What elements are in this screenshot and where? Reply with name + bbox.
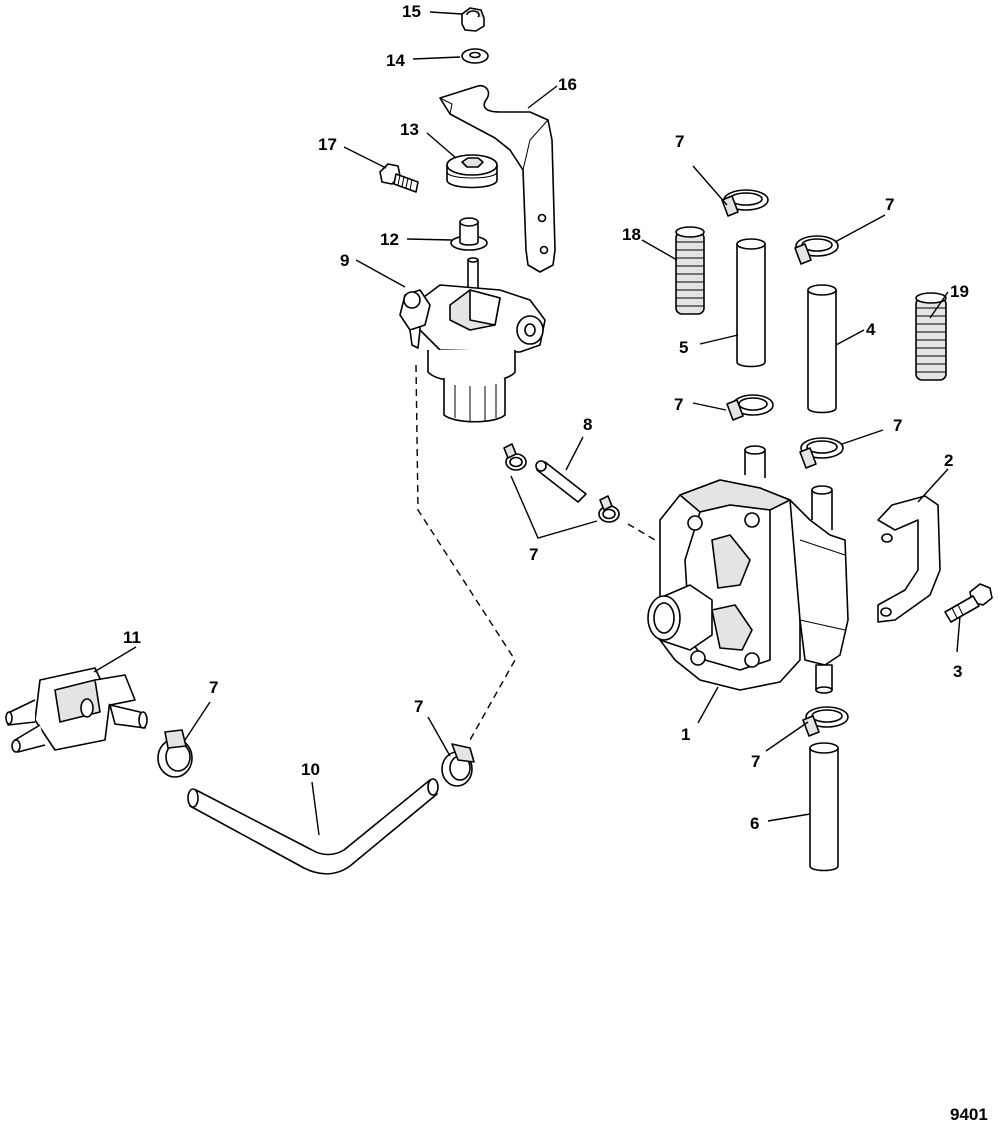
part-15-nut	[461, 7, 485, 32]
part-7-clamp-mid-left	[726, 394, 774, 421]
callout-7-pair: 7	[529, 545, 538, 564]
callout-11: 11	[123, 628, 141, 647]
part-8-short-hose	[535, 460, 587, 503]
callout-labels: 15 14 16 13 17 12 9 7 7 18 5 4 19 7 7 8 …	[123, 2, 969, 833]
part-19-spring	[915, 292, 947, 381]
part-7-clamp-top-left	[721, 189, 769, 217]
figure-number: 9401	[950, 1105, 988, 1124]
part-7-clamp-small-b	[598, 495, 620, 523]
callout-9: 9	[340, 251, 349, 270]
callout-7-top-right: 7	[885, 195, 894, 214]
part-7-clamp-bottom-right	[802, 706, 849, 737]
part-1-fuel-pump	[647, 445, 849, 694]
part-7-clamp-left	[157, 729, 193, 778]
part-2-bracket	[877, 495, 941, 623]
part-6-hose	[809, 742, 839, 872]
part-7-clamp-center	[441, 743, 475, 787]
part-7-clamp-mid-right	[799, 437, 844, 469]
callout-13: 13	[400, 120, 419, 139]
part-18-spring	[675, 226, 705, 315]
callout-4: 4	[866, 320, 876, 339]
callout-16: 16	[558, 75, 577, 94]
part-17-screw	[379, 163, 419, 193]
callout-10: 10	[301, 760, 320, 779]
part-4-hose	[807, 284, 837, 414]
callout-15: 15	[402, 2, 421, 21]
callout-2: 2	[944, 451, 953, 470]
part-14-washer	[461, 48, 489, 64]
part-9-fuel-filter	[399, 257, 546, 423]
callout-12: 12	[380, 230, 399, 249]
callout-7-bottom-right: 7	[751, 752, 760, 771]
callout-3: 3	[953, 662, 962, 681]
callout-17: 17	[318, 135, 337, 154]
callout-7-left: 7	[209, 678, 218, 697]
hose-routing-dashed-line	[415, 364, 516, 741]
leader-lines	[93, 11, 961, 836]
pump-alignment-dashed-line	[627, 523, 656, 541]
callout-8: 8	[583, 415, 592, 434]
callout-18: 18	[622, 225, 641, 244]
callout-1: 1	[681, 725, 690, 744]
part-7-clamp-small-a	[503, 443, 527, 471]
callout-19: 19	[950, 282, 969, 301]
callout-7-mid-right: 7	[893, 416, 902, 435]
part-3-screw	[944, 583, 993, 623]
part-16-bracket	[439, 84, 556, 273]
callout-7-mid-left: 7	[674, 395, 683, 414]
callout-6: 6	[750, 814, 759, 833]
callout-7-center: 7	[414, 697, 423, 716]
part-10-hose	[187, 778, 439, 875]
part-12-bushing	[450, 217, 488, 251]
part-7-clamp-top-right	[794, 235, 839, 265]
part-11-fitting	[5, 667, 148, 753]
callout-7-top-left: 7	[675, 132, 684, 151]
callout-5: 5	[679, 338, 688, 357]
part-5-hose	[736, 238, 766, 368]
callout-14: 14	[386, 51, 405, 70]
part-13-grommet	[446, 154, 498, 189]
